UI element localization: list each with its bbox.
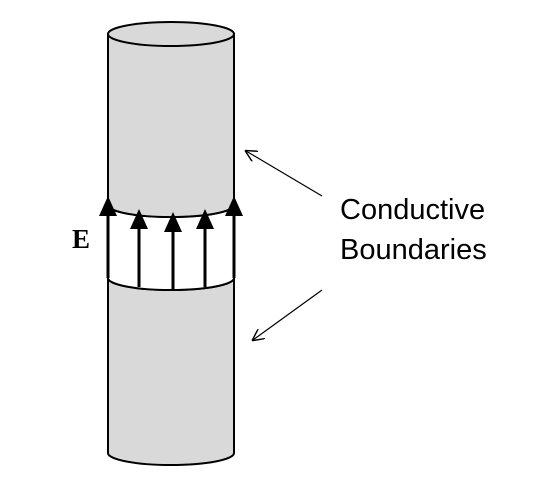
field-label: E bbox=[72, 224, 90, 254]
cylinder-top-cap bbox=[107, 21, 235, 47]
callout-line-1: Conductive bbox=[340, 194, 485, 226]
pointer-upper bbox=[246, 151, 323, 197]
callout-label: Conductive Boundaries bbox=[340, 194, 493, 266]
pointer-lower bbox=[253, 289, 323, 340]
field-arrow bbox=[225, 196, 243, 278]
field-arrow bbox=[130, 209, 148, 287]
callout-line-2: Boundaries bbox=[340, 234, 487, 266]
lower-conductor bbox=[107, 277, 235, 466]
field-arrow bbox=[164, 212, 182, 290]
field-arrow bbox=[99, 196, 117, 278]
callout-pointers bbox=[246, 151, 323, 340]
cylinder bbox=[107, 21, 235, 466]
field-arrow bbox=[196, 209, 214, 287]
electric-field-arrows bbox=[99, 196, 243, 290]
upper-conductor bbox=[107, 33, 235, 218]
